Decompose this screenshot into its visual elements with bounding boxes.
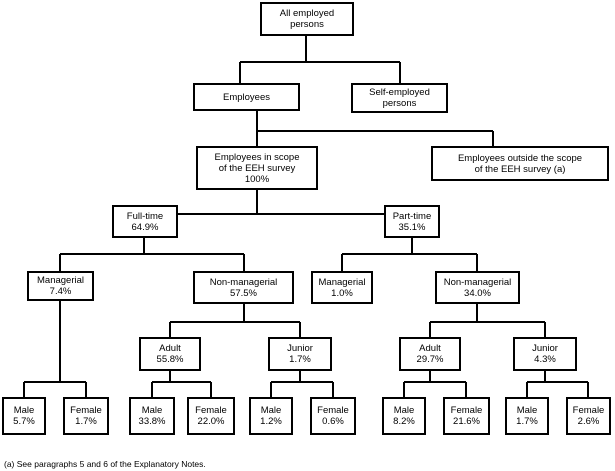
node-pta-female: Female 21.6% (443, 397, 490, 435)
node-outside-scope: Employees outside the scope of the EEH s… (431, 146, 609, 181)
node-fta-male: Male 33.8% (129, 397, 175, 435)
node-ftm-female: Female 1.7% (63, 397, 109, 435)
node-pt-junior: Junior 4.3% (513, 337, 577, 371)
node-ptj-male: Male 1.7% (505, 397, 549, 435)
node-pt-nonmanagerial: Non-managerial 34.0% (435, 271, 520, 304)
node-part-time: Part-time 35.1% (384, 205, 440, 238)
node-ft-managerial: Managerial 7.4% (27, 271, 94, 301)
footnote: (a) See paragraphs 5 and 6 of the Explan… (4, 459, 206, 469)
node-ftj-female: Female 0.6% (310, 397, 356, 435)
node-ftm-male: Male 5.7% (2, 397, 46, 435)
node-in-scope: Employees in scope of the EEH survey 100… (196, 146, 318, 190)
node-pta-male: Male 8.2% (382, 397, 426, 435)
node-pt-managerial: Managerial 1.0% (311, 271, 373, 304)
node-ptj-female: Female 2.6% (566, 397, 611, 435)
node-full-time: Full-time 64.9% (112, 205, 178, 238)
node-ft-nonmanagerial: Non-managerial 57.5% (193, 271, 294, 304)
node-self-employed: Self-employed persons (351, 83, 448, 113)
node-employees: Employees (193, 83, 300, 111)
node-pt-adult: Adult 29.7% (399, 337, 461, 371)
node-ft-junior: Junior 1.7% (268, 337, 332, 371)
node-all-employed: All employed persons (260, 2, 354, 36)
node-ftj-male: Male 1.2% (249, 397, 293, 435)
node-fta-female: Female 22.0% (187, 397, 235, 435)
node-ft-adult: Adult 55.8% (139, 337, 201, 371)
